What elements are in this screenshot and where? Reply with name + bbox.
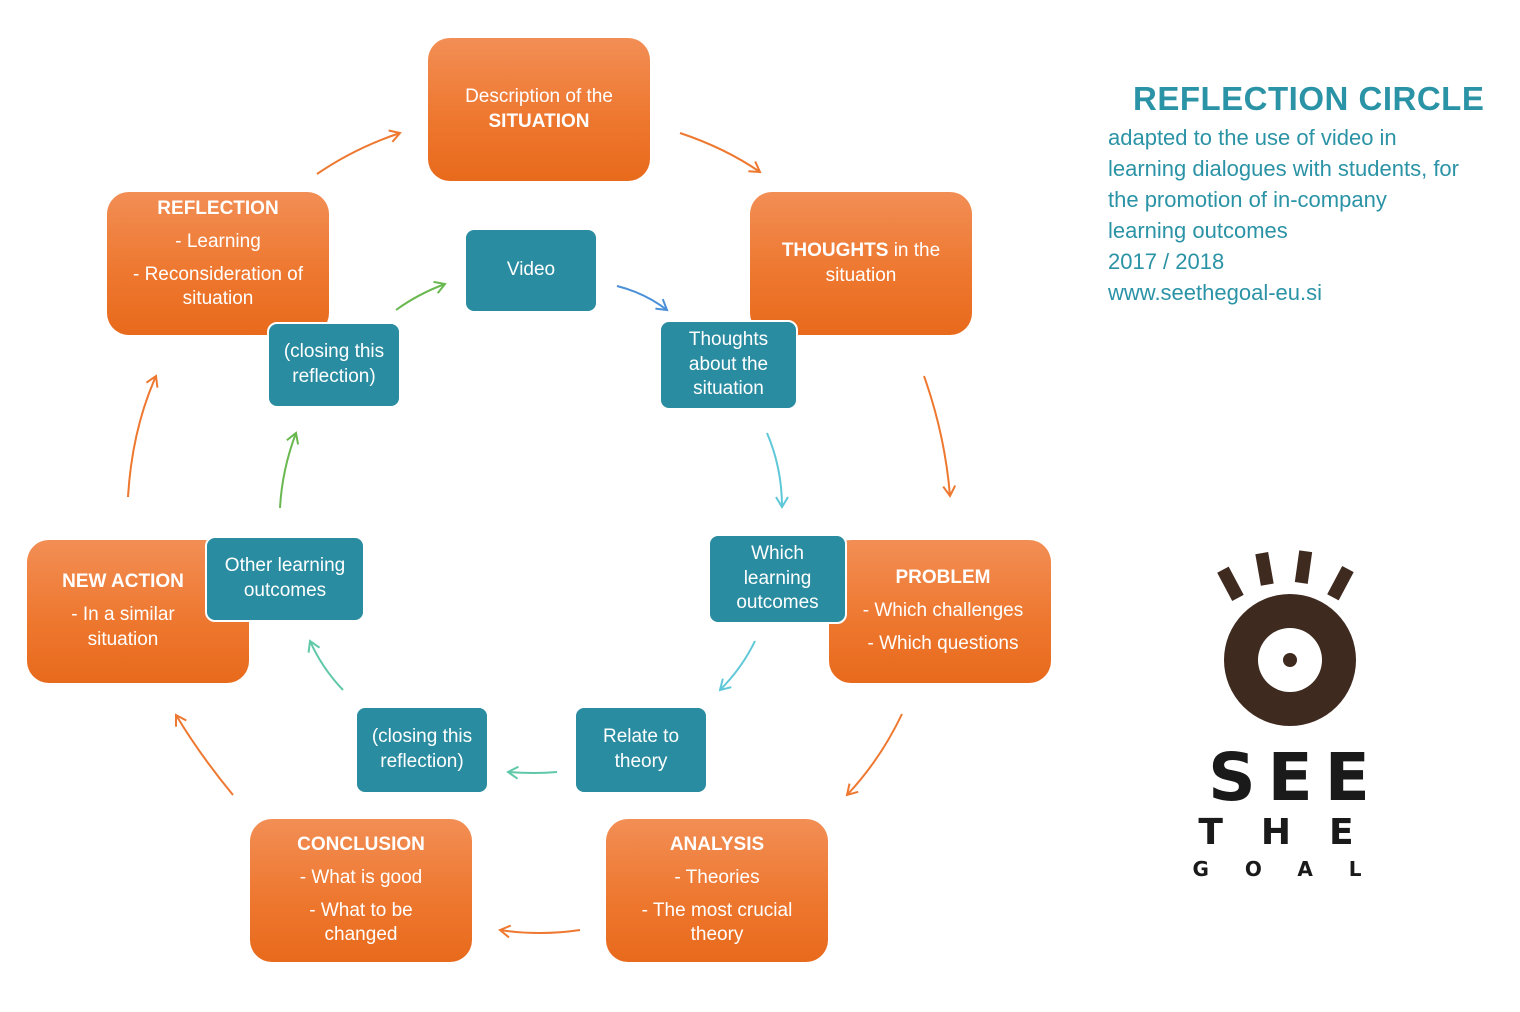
node-conclusion-head: CONCLUSION [297, 834, 425, 856]
arrow-situation-to-thoughts [679, 132, 762, 174]
node-closing-top-label: (closing this reflection) [283, 341, 385, 387]
node-other-learning-label: Other learning outcomes [224, 555, 346, 601]
arrow-analysis-to-conclusion [498, 924, 581, 939]
arrow-conclusion-to-new-action [174, 713, 234, 796]
node-reflection: REFLECTION - Learning - Reconsideration … [107, 192, 329, 335]
eye-icon [1224, 594, 1356, 726]
arrow-thoughts-to-problem [923, 375, 957, 498]
node-reflection-head: REFLECTION [157, 198, 279, 220]
subtitle-website: www.seethegoal-eu.si [1108, 280, 1323, 305]
node-thoughts-rest: in the [888, 239, 941, 261]
arrow-thoughts-about-to-which-learning [766, 432, 789, 509]
arrow-closing-top-to-video [395, 280, 447, 311]
node-thoughts-about-label: Thoughts about the situation [688, 328, 769, 400]
subtitle-year: 2017 / 2018 [1108, 249, 1225, 274]
node-conclusion-item-1: - What is good [299, 866, 423, 888]
arrow-video-to-thoughts-about [616, 285, 669, 312]
subtitle-line-2: learning dialogues with students, for [1108, 156, 1459, 181]
node-reflection-item-2: - Reconsideration of situation [132, 263, 304, 310]
title-block: REFLECTION CIRCLE adapted to the use of … [1108, 80, 1508, 308]
node-reflection-item-1: - Learning [175, 230, 261, 252]
node-new-action-item-1: - In a similar situation [71, 604, 175, 650]
node-relate-theory: Relate to theory [574, 706, 708, 794]
node-problem-item-2: - Which questions [867, 632, 1019, 654]
node-closing-top: (closing this reflection) [267, 322, 401, 408]
node-problem-head: PROBLEM [895, 567, 991, 589]
node-thoughts: THOUGHTS in the situation [750, 192, 972, 335]
node-new-action-head: NEW ACTION [62, 571, 184, 593]
node-situation-bold: SITUATION [488, 110, 590, 132]
title-heading: REFLECTION CIRCLE [1133, 80, 1485, 117]
node-analysis-head: ANALYSIS [669, 834, 765, 856]
node-problem-item-1: - Which challenges [862, 600, 1024, 622]
node-which-learning-label: Which learning outcomes [736, 542, 819, 614]
subtitle-line-3: the promotion of in-company [1108, 187, 1387, 212]
node-relate-theory-label: Relate to theory [602, 726, 680, 772]
subtitle-line-4: learning outcomes [1108, 218, 1288, 243]
node-video-label: Video [506, 259, 556, 281]
logo-line-the: THE [1198, 812, 1391, 853]
node-conclusion: CONCLUSION - What is good - What to be c… [250, 819, 472, 962]
arrow-closing-bottom-to-other [307, 639, 344, 691]
eye-lashes-icon [1217, 550, 1354, 601]
node-situation-pre: Description of the [465, 85, 613, 107]
node-thoughts-line2: situation [825, 264, 897, 286]
arrow-relate-to-closing-bottom [506, 765, 558, 780]
node-analysis-item-2: - The most crucial theory [641, 899, 793, 946]
logo-line-see: SEE [1208, 739, 1382, 816]
arrow-problem-to-analysis [845, 713, 903, 797]
node-analysis-item-1: - Theories [674, 866, 760, 888]
node-problem: PROBLEM - Which challenges - Which quest… [829, 540, 1051, 683]
arrow-reflection-to-situation [316, 129, 402, 175]
node-conclusion-item-2: - What to be changed [309, 899, 413, 946]
node-other-learning: Other learning outcomes [205, 536, 365, 622]
logo-line-goal: GOAL [1192, 857, 1397, 881]
arrow-which-learning-to-relate [718, 640, 756, 692]
node-situation: Description of the SITUATION [428, 38, 650, 181]
node-thoughts-bold: THOUGHTS [781, 239, 889, 261]
node-closing-bottom-label: (closing this reflection) [371, 726, 473, 772]
node-analysis: ANALYSIS - Theories - The most crucial t… [606, 819, 828, 962]
arrow-other-to-closing-top [279, 431, 300, 509]
node-video: Video [464, 228, 598, 313]
node-thoughts-about: Thoughts about the situation [659, 320, 798, 410]
node-closing-bottom: (closing this reflection) [355, 706, 489, 794]
node-which-learning: Which learning outcomes [708, 534, 847, 624]
arrow-new-action-to-reflection [127, 374, 159, 498]
see-the-goal-logo: SEE THE GOAL [1192, 550, 1397, 881]
subtitle-line-1: adapted to the use of video in [1108, 125, 1397, 150]
